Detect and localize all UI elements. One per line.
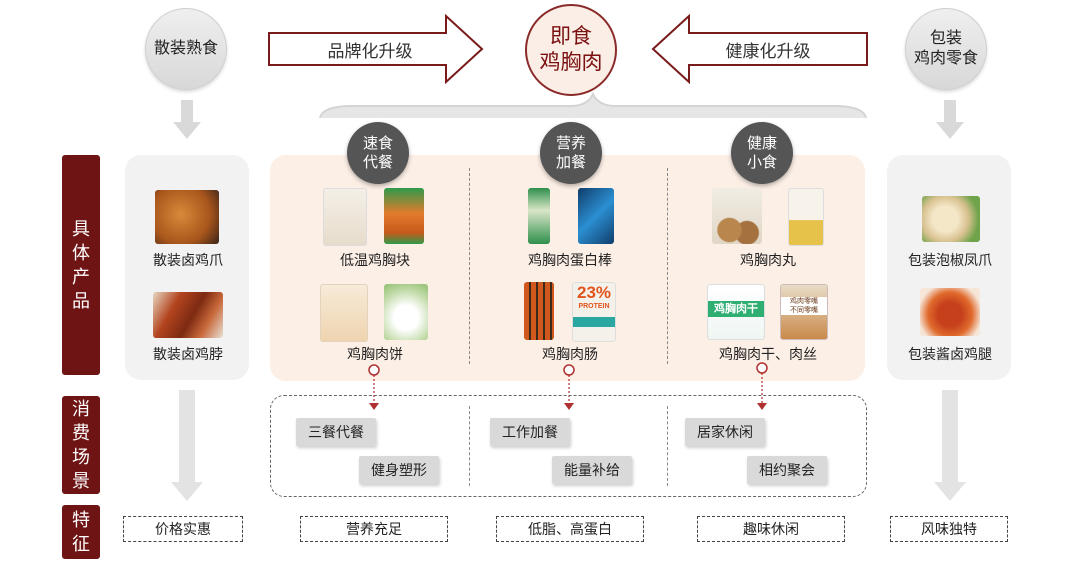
side-char: 品 (72, 291, 90, 311)
product-label: 包装酱卤鸡腿 (908, 346, 992, 362)
pin-connector-col1 (368, 364, 380, 410)
product-label: 散装卤鸡脖 (153, 346, 223, 362)
health-upgrade-arrow (651, 14, 868, 84)
column-divider (667, 168, 668, 364)
down-arrow-right-top (936, 100, 964, 139)
side-char: 产 (72, 267, 90, 287)
brand-upgrade-arrow (268, 14, 484, 84)
product-label: 鸡胸肉丸 (740, 252, 796, 268)
side-char: 场 (72, 447, 90, 467)
side-char: 征 (72, 534, 90, 554)
side-char: 具 (72, 219, 90, 239)
column-divider (469, 168, 470, 364)
chicken-floss-jar-image: 鸡肉零嘴 不同零嘴 (780, 284, 828, 340)
scene-divider (469, 406, 470, 486)
down-arrow-left-bottom (171, 390, 203, 501)
product-label: 鸡胸肉饼 (347, 346, 403, 362)
brand-upgrade-label: 品牌化升级 (327, 42, 413, 61)
bulk-cooked-food-circle: 散装熟食 (145, 8, 227, 90)
jerky-pack-text: 鸡胸肉干 (708, 301, 764, 317)
braised-chicken-neck-image (153, 292, 223, 338)
chicken-ball-pack2-image (788, 188, 824, 246)
protein-bar-pack-image (528, 188, 550, 244)
chicken-sausage-box-image: 23% PROTEIN (572, 282, 616, 342)
side-char: 费 (72, 423, 90, 443)
chicken-patty-pack2-image (384, 284, 428, 340)
scenes-dashed-box (270, 395, 867, 497)
chicken-jerky-pack-image: 鸡胸肉干 (707, 284, 765, 340)
pin-connector-col2 (563, 364, 575, 410)
scenes-side-label: 消 费 场 景 (62, 396, 100, 494)
feature-box: 营养充足 (300, 516, 448, 542)
category-healthy-snack: 健康 小食 (731, 122, 793, 184)
product-label: 散装卤鸡爪 (153, 252, 223, 268)
scene-tag: 工作加餐 (490, 418, 570, 446)
down-arrow-left-top (173, 100, 201, 139)
protein-word-text: PROTEIN (578, 303, 610, 310)
scene-divider (667, 406, 668, 486)
jar-label-text: 鸡肉零嘴 (781, 297, 827, 306)
product-label: 低温鸡胸块 (340, 252, 410, 268)
grouping-brace (319, 92, 867, 119)
box-stripe (573, 317, 615, 327)
braised-drumstick-image (920, 288, 980, 336)
products-side-label: 具 体 产 品 (62, 155, 100, 375)
features-side-label: 特 征 (62, 505, 100, 559)
product-label: 鸡胸肉肠 (542, 346, 598, 362)
scene-tag: 居家休闲 (685, 418, 765, 446)
protein-percent-text: 23% (576, 283, 612, 302)
chicken-ball-pack-image (712, 188, 762, 244)
category-line: 代餐 (362, 154, 393, 171)
side-char: 特 (72, 510, 90, 530)
chicken-sausage-pack-image (524, 282, 554, 340)
category-line: 加餐 (555, 154, 586, 171)
side-char: 体 (72, 243, 90, 263)
feature-box: 趣味休闲 (697, 516, 845, 542)
product-label: 包装泡椒凤爪 (908, 252, 992, 268)
ready-to-eat-chicken-breast-circle: 即食 鸡胸肉 (525, 4, 617, 96)
scene-tag: 相约聚会 (747, 456, 827, 484)
category-line: 速食 (362, 135, 393, 152)
packaged-line1: 包装 (929, 30, 962, 47)
chicken-patty-pack-image (320, 284, 368, 342)
category-line: 小食 (746, 154, 777, 171)
center-product-panel (270, 155, 865, 381)
category-line: 健康 (746, 135, 777, 152)
right-product-panel (887, 155, 1011, 380)
packaged-chicken-snack-circle: 包装 鸡肉零食 (905, 8, 987, 90)
braised-chicken-feet-image (155, 190, 219, 244)
feature-box: 风味独特 (890, 516, 1008, 542)
main-circle-line1: 即食 (550, 25, 592, 48)
pin-connector-col3 (756, 362, 768, 410)
pickled-pepper-feet-image (922, 196, 980, 242)
main-circle-line2: 鸡胸肉 (539, 51, 603, 74)
protein-bar-pack2-image (578, 188, 614, 244)
side-char: 景 (72, 471, 90, 491)
side-char: 消 (72, 399, 90, 419)
scene-tag: 三餐代餐 (296, 418, 376, 446)
scene-tag: 健身塑形 (359, 456, 439, 484)
chicken-breast-pack-image (384, 188, 424, 244)
category-line: 营养 (555, 135, 586, 152)
category-nutrition-snack: 营养 加餐 (540, 122, 602, 184)
health-upgrade-label: 健康化升级 (725, 42, 811, 61)
packaged-line2: 鸡肉零食 (913, 50, 978, 67)
product-label: 鸡胸肉蛋白棒 (528, 252, 612, 268)
scene-tag: 能量补给 (552, 456, 632, 484)
feature-box: 低脂、高蛋白 (496, 516, 644, 542)
product-label: 鸡胸肉干、肉丝 (719, 346, 817, 362)
jar-label-text2: 不同零嘴 (781, 306, 827, 315)
feature-box: 价格实惠 (123, 516, 243, 542)
bulk-cooked-food-label: 散装熟食 (153, 40, 218, 57)
low-temp-chicken-pack-image (323, 188, 367, 246)
down-arrow-right-bottom (934, 390, 966, 501)
category-fast-meal-replacement: 速食 代餐 (347, 122, 409, 184)
